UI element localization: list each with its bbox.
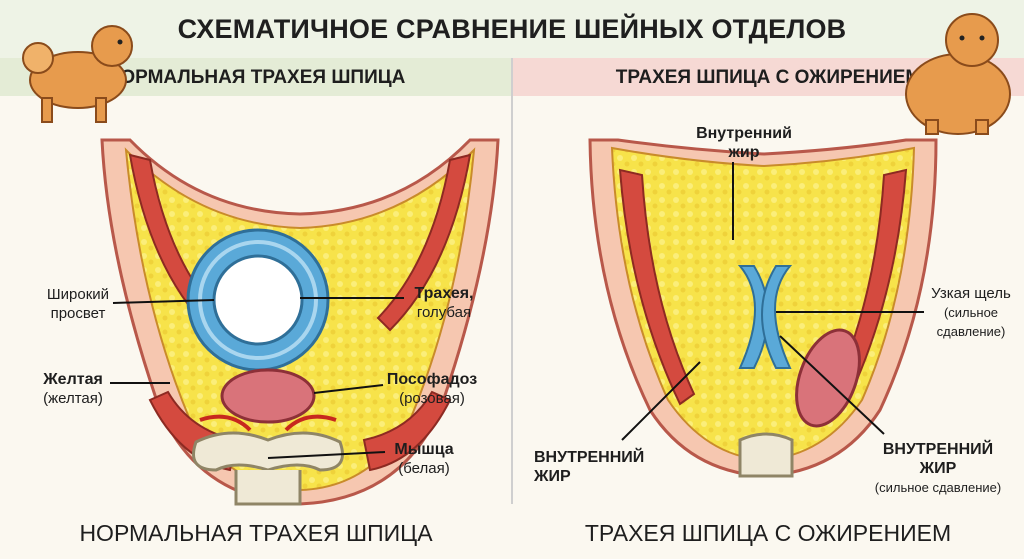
left-caption: НОРМАЛЬНАЯ ТРАХЕЯ ШПИЦА — [79, 520, 433, 546]
label-yellow-fat: Желтая (желтая) — [43, 371, 103, 407]
obese-neck-cross-section — [588, 138, 938, 478]
pomeranian-normal-icon — [22, 25, 133, 123]
label-inner-fat-top: Внутренний жир — [696, 125, 792, 161]
compressed-trachea-left — [737, 265, 769, 369]
label-narrow-slit: Узкая щель (сильное сдавление) — [931, 285, 1011, 339]
label-inner-fat-left: ВНУТРЕННИЙ ЖИР — [534, 449, 645, 485]
vertebra — [192, 431, 344, 472]
compressed-esophagus — [795, 328, 861, 428]
label-muscle: Мышца (белая) — [394, 441, 454, 477]
title-bar — [0, 0, 1024, 58]
label-esophagus: Пософадоз (розовая) — [386, 371, 478, 407]
pomeranian-obese-icon — [905, 13, 1011, 135]
right-panel-title: ТРАХЕЯ ШПИЦА С ОЖИРЕНИЕМ — [615, 67, 922, 88]
esophagus — [220, 368, 316, 424]
label-wide-lumen: Широкий просвет — [46, 286, 110, 322]
normal-neck-cross-section — [100, 138, 500, 506]
left-panel-title: НОРМАЛЬНАЯ ТРАХЕЯ ШПИЦА — [106, 67, 406, 88]
right-caption: ТРАХЕЯ ШПИЦА С ОЖИРЕНИЕМ — [584, 520, 952, 546]
panel-divider — [511, 58, 513, 504]
compressed-trachea-right — [761, 265, 793, 369]
trachea-lumen — [212, 254, 304, 346]
label-inner-fat-right: ВНУТРЕННИЙ ЖИР (сильное сдавление) — [874, 441, 1002, 495]
label-trachea: Трахея, голубая — [414, 285, 474, 321]
main-title: СХЕМАТИЧНОЕ СРАВНЕНИЕ ШЕЙНЫХ ОТДЕЛОВ — [177, 14, 847, 44]
